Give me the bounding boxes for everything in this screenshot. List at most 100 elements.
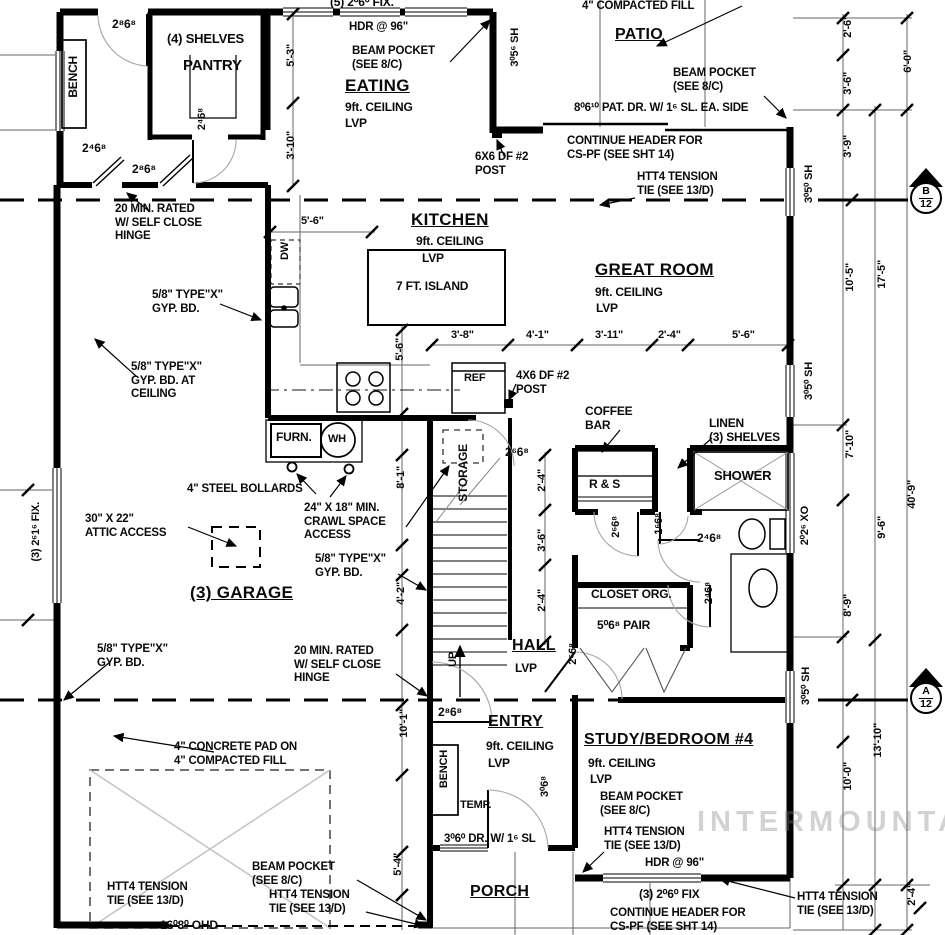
dim-pantry-width: 5'-3": [285, 44, 297, 67]
room-title-porch: PORCH: [470, 883, 530, 900]
section-marker-a: A 12: [907, 668, 945, 714]
note-htt4-porch: HTT4 TENSION TIE (SEE 13/D): [269, 889, 350, 915]
windows-layer: [52, 7, 795, 883]
note-20min-bottom: 20 MIN. RATED W/ SELF CLOSE HINGE: [294, 645, 381, 685]
dim-entry-height: 10'-1": [398, 709, 410, 738]
bench-label-entry: BENCH: [438, 750, 450, 789]
door-front: 3⁰6⁸: [539, 776, 551, 798]
note-gyp-ceiling: 5/8" TYPE"X" GYP. BD. AT CEILING: [131, 361, 202, 401]
dim-gr4: 2'-4": [658, 329, 681, 341]
note-concrete-pad: 4" CONCRETE PAD ON 4" COMPACTED FILL: [174, 741, 298, 767]
dim-right-13: 2'-4": [906, 883, 918, 906]
great-room-floor: LVP: [596, 301, 618, 315]
note-patio-door: 8⁰6¹⁰ PAT. DR. W/ 1⁶ SL. EA. SIDE: [574, 102, 749, 114]
note-beam-pocket-study: BEAM POCKET (SEE 8/C): [600, 791, 683, 817]
coffee-bar-label: COFFEE BAR: [585, 404, 633, 433]
room-title-entry: ENTRY: [488, 713, 544, 730]
door-study: 2⁶6⁸: [567, 643, 579, 665]
dim-right-4: 3'-9": [842, 135, 854, 158]
window-great-room-mid: 3⁰5⁰ SH: [803, 362, 815, 400]
dim-hall-2: 3'-6": [536, 529, 548, 552]
note-beam-pocket-patio: BEAM POCKET (SEE 8/C): [673, 67, 756, 93]
window-bath: 2⁰2⁶ XO: [799, 506, 811, 546]
note-beam-pocket-porch: BEAM POCKET (SEE 8/C): [252, 861, 335, 887]
dim-right-12: 10'-0": [842, 762, 854, 791]
dim-right-11: 13'-10": [872, 723, 884, 758]
dim-gr2: 4'-1": [526, 329, 549, 341]
dim-stair: 8'-1": [395, 466, 407, 489]
dim-right-3: 6'-0": [902, 50, 914, 73]
note-htt4-study: HTT4 TENSION TIE (SEE 13/D): [604, 826, 685, 852]
room-title-great-room: GREAT ROOM: [595, 260, 714, 279]
dim-stair2: 4'-2": [395, 582, 407, 605]
room-title-garage: (3) GARAGE: [190, 583, 294, 602]
dim-right-1: 2'-6": [842, 15, 854, 38]
great-room-ceiling: 9ft. CEILING: [595, 285, 663, 299]
note-continue-header-bottom: CONTINUE HEADER FOR CS-PF (SEE SHT 14): [610, 907, 746, 933]
section-marker-sheet: 12: [920, 697, 932, 710]
note-gyp-1: 5/8" TYPE"X" GYP. BD.: [152, 289, 223, 315]
note-steel-bollards: 4" STEEL BOLLARDS: [187, 483, 303, 495]
door-storage: 2⁶6⁸: [505, 445, 529, 459]
dim-gr1: 3'-8": [451, 329, 474, 341]
section-marker-b: B 12: [907, 168, 945, 214]
fixtures-layer: [61, 39, 791, 816]
up-label: UP: [447, 652, 459, 667]
eating-ceiling: 9ft. CEILING: [345, 100, 413, 114]
door-closet-pair: 5⁰6⁸ PAIR: [597, 618, 651, 632]
door-mudroom-side: 2⁴6⁸: [82, 141, 107, 155]
entry-floor: LVP: [488, 756, 510, 770]
rod-and-shelf-label: R & S: [589, 477, 621, 491]
dim-right-7: 7'-10": [844, 430, 856, 459]
note-crawl-access: 24" X 18" MIN. CRAWL SPACE ACCESS: [304, 502, 386, 542]
water-heater-label: WH: [328, 433, 346, 445]
room-title-hall: HALL: [512, 637, 556, 654]
dim-island: 5'-6": [394, 338, 406, 361]
furnace-label: FURN.: [276, 430, 312, 444]
kitchen-floor: LVP: [422, 251, 444, 265]
section-marker-triangle: [909, 168, 943, 187]
door-entry-interior: 2⁸6⁸: [438, 705, 462, 719]
leaders-layer: [63, 5, 796, 929]
door-mudroom-top: 2⁸6⁸: [112, 17, 136, 31]
island-label: 7 FT. ISLAND: [396, 279, 469, 293]
tempered-glass-label: TEMP.: [460, 799, 492, 811]
dim-gr5: 5'-6": [732, 329, 755, 341]
dim-right-2: 3'-6": [842, 72, 854, 95]
window-top-fixed: (5) 2⁰6⁰ FIX.: [330, 0, 394, 9]
dishwasher-label: DW: [279, 242, 291, 260]
note-post-6x6: 6X6 DF #2 POST: [475, 151, 529, 177]
dim-hall-3: 2'-4": [536, 589, 548, 612]
study-floor: LVP: [590, 772, 612, 786]
window-eating: 3⁰5⁶ SH: [509, 28, 521, 67]
dim-right-9: 40'-9": [906, 480, 918, 509]
section-marker-letter: A: [919, 686, 933, 699]
room-title-kitchen: KITCHEN: [411, 210, 489, 229]
dim-mud-opening: 3'-10": [285, 131, 297, 160]
room-title-eating: EATING: [345, 76, 410, 95]
door-utility: 2⁴6⁸: [703, 582, 715, 605]
storage-label: STORAGE: [456, 444, 470, 502]
section-marker-letter: B: [919, 186, 933, 199]
note-post-4x6: 4X6 DF #2 POST: [516, 370, 570, 396]
doors-layer: [92, 14, 711, 849]
note-htt4-sw: HTT4 TENSION TIE (SEE 13/D): [107, 881, 188, 907]
window-study-bottom: (3) 2⁰6⁰ FIX: [639, 887, 700, 901]
note-compacted-fill: 4" COMPACTED FILL: [582, 0, 695, 12]
note-hdr96-bottom: HDR @ 96": [645, 857, 704, 869]
section-marker-sheet: 12: [920, 197, 932, 210]
pantry-shelves-note: (4) SHELVES: [167, 31, 245, 46]
eating-floor: LVP: [345, 116, 367, 130]
room-title-pantry: PANTRY: [183, 57, 242, 74]
shower-label: SHOWER: [714, 468, 772, 483]
linen-label: LINEN (3) SHELVES: [709, 416, 780, 445]
note-front-door: 3⁰6⁰ DR. W/ 1⁶ SL: [444, 833, 536, 845]
note-htt4-top: HTT4 TENSION TIE (SEE 13/D): [637, 171, 718, 197]
note-attic-access: 30" X 22" ATTIC ACCESS: [85, 513, 167, 539]
garage-overhead-door: 16⁰8⁰ OHD: [160, 918, 218, 932]
study-ceiling: 9ft. CEILING: [588, 756, 656, 770]
kitchen-ceiling: 9ft. CEILING: [416, 234, 484, 248]
